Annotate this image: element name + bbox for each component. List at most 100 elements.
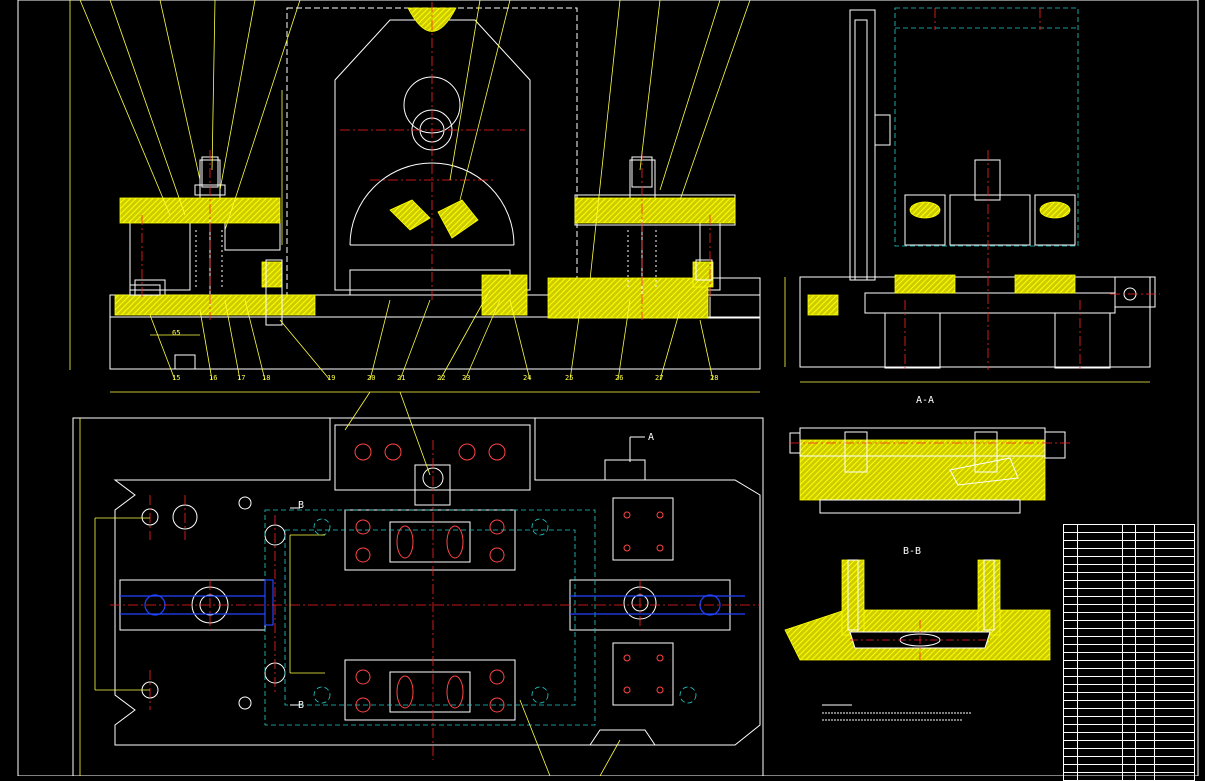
section-bb-title: B-B bbox=[903, 546, 922, 557]
table-cell bbox=[1153, 676, 1196, 685]
table-cell bbox=[1076, 740, 1123, 749]
table-cell bbox=[1076, 684, 1123, 693]
table-cell bbox=[1135, 692, 1155, 701]
front-view-hatching bbox=[114, 7, 736, 319]
table-cell bbox=[1076, 668, 1123, 677]
table-cell bbox=[1063, 612, 1078, 621]
table-cell bbox=[1076, 524, 1123, 533]
table-cell bbox=[1121, 700, 1137, 709]
table-cell bbox=[1076, 660, 1123, 669]
table-cell bbox=[1153, 660, 1196, 669]
side-view-centerlines bbox=[904, 8, 1160, 370]
table-cell bbox=[1076, 636, 1123, 645]
table-cell bbox=[1063, 708, 1078, 717]
balloon-25: 25 bbox=[565, 374, 574, 382]
table-cell bbox=[1076, 596, 1123, 605]
table-cell bbox=[1135, 764, 1155, 773]
table-row bbox=[1063, 628, 1196, 637]
table-cell bbox=[1135, 772, 1155, 781]
balloon-23: 23 bbox=[462, 374, 471, 382]
table-cell bbox=[1076, 564, 1123, 573]
table-cell bbox=[1153, 652, 1196, 661]
table-cell bbox=[1076, 724, 1123, 733]
table-cell bbox=[1063, 700, 1078, 709]
table-cell bbox=[1121, 644, 1137, 653]
table-row bbox=[1063, 540, 1196, 549]
table-row bbox=[1063, 532, 1196, 541]
table-cell bbox=[1153, 588, 1196, 597]
plan-view bbox=[72, 417, 764, 776]
balloon-21: 21 bbox=[397, 374, 406, 382]
table-cell bbox=[1153, 644, 1196, 653]
table-row bbox=[1063, 764, 1196, 773]
parts-list-table bbox=[1063, 524, 1196, 781]
balloon-27: 27 bbox=[655, 374, 664, 382]
section-aa-title: A-A bbox=[916, 395, 935, 406]
table-cell bbox=[1153, 628, 1196, 637]
table-cell bbox=[1076, 556, 1123, 565]
table-cell bbox=[1076, 580, 1123, 589]
table-cell bbox=[1135, 668, 1155, 677]
table-cell bbox=[1063, 628, 1078, 637]
table-cell bbox=[1135, 700, 1155, 709]
side-view bbox=[799, 9, 1156, 369]
table-row bbox=[1063, 740, 1196, 749]
table-cell bbox=[1153, 556, 1196, 565]
table-row bbox=[1063, 692, 1196, 701]
table-cell bbox=[1153, 764, 1196, 773]
table-cell bbox=[1153, 748, 1196, 757]
table-cell bbox=[1076, 532, 1123, 541]
balloon-19: 19 bbox=[327, 374, 336, 382]
table-cell bbox=[1153, 548, 1196, 557]
table-cell bbox=[1076, 620, 1123, 629]
table-cell bbox=[1135, 548, 1155, 557]
table-cell bbox=[1121, 676, 1137, 685]
side-view-dims bbox=[784, 277, 1150, 383]
balloon-22: 22 bbox=[437, 374, 446, 382]
front-view-leaders bbox=[69, 0, 760, 393]
table-cell bbox=[1153, 772, 1196, 781]
table-cell bbox=[1135, 660, 1155, 669]
table-cell bbox=[1153, 572, 1196, 581]
table-cell bbox=[1153, 540, 1196, 549]
plan-view-centerlines bbox=[110, 440, 760, 760]
table-cell bbox=[1121, 724, 1137, 733]
table-cell bbox=[1121, 652, 1137, 661]
table-cell bbox=[1121, 540, 1137, 549]
balloon-17: 17 bbox=[237, 374, 246, 382]
table-cell bbox=[1076, 612, 1123, 621]
table-cell bbox=[1121, 572, 1137, 581]
table-cell bbox=[1153, 708, 1196, 717]
table-cell bbox=[1121, 556, 1137, 565]
side-view-hatching bbox=[807, 201, 1076, 316]
table-cell bbox=[1135, 540, 1155, 549]
table-row bbox=[1063, 756, 1196, 765]
table-cell bbox=[1063, 572, 1078, 581]
plan-view-holes bbox=[354, 443, 664, 713]
table-row bbox=[1063, 668, 1196, 677]
table-cell bbox=[1076, 748, 1123, 757]
table-cell bbox=[1063, 580, 1078, 589]
table-cell bbox=[1153, 612, 1196, 621]
dim-65: 65 bbox=[172, 329, 181, 337]
table-row bbox=[1063, 588, 1196, 597]
table-cell bbox=[1076, 548, 1123, 557]
table-cell bbox=[1121, 684, 1137, 693]
cut-mark-a: A bbox=[648, 432, 655, 443]
table-row bbox=[1063, 700, 1196, 709]
table-cell bbox=[1121, 604, 1137, 613]
table-cell bbox=[1063, 564, 1078, 573]
table-cell bbox=[1135, 756, 1155, 765]
table-cell bbox=[1063, 772, 1078, 781]
table-row bbox=[1063, 772, 1196, 781]
table-cell bbox=[1076, 764, 1123, 773]
table-cell bbox=[1153, 564, 1196, 573]
table-row bbox=[1063, 724, 1196, 733]
table-cell bbox=[1135, 740, 1155, 749]
table-cell bbox=[1135, 636, 1155, 645]
table-cell bbox=[1135, 748, 1155, 757]
table-cell bbox=[1153, 668, 1196, 677]
table-row bbox=[1063, 676, 1196, 685]
table-cell bbox=[1076, 700, 1123, 709]
table-cell bbox=[1076, 756, 1123, 765]
